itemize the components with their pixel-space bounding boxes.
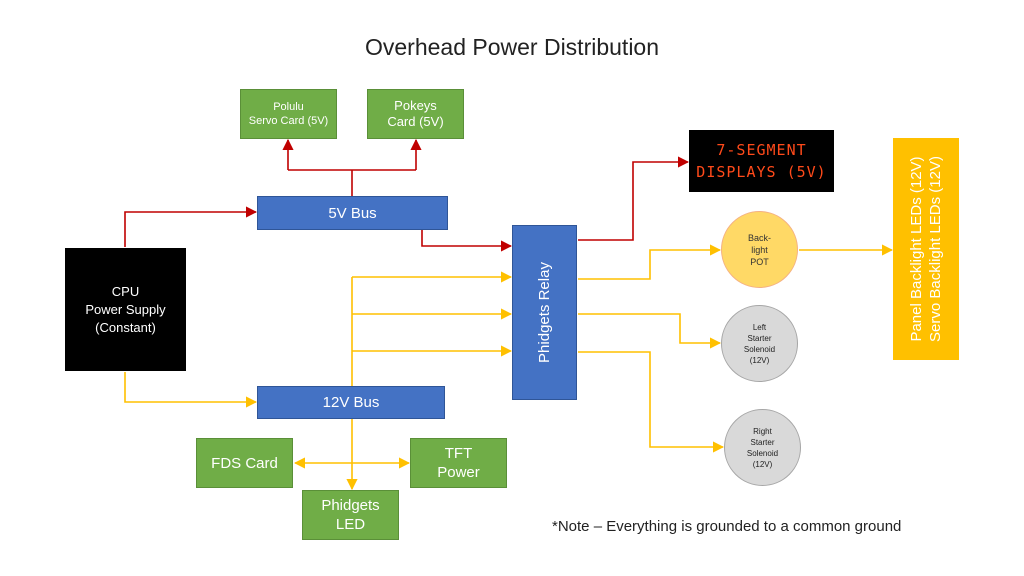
phidgets-relay-label: Phidgets Relay	[536, 262, 553, 363]
wire-5v-bus-to-relay	[421, 230, 513, 252]
right-starter-solenoid-node: Right Starter Solenoid (12V)	[724, 409, 801, 486]
polulu-servo-card-node: Polulu Servo Card (5V)	[240, 89, 337, 139]
wire-relay-to-left-solenoid	[578, 313, 722, 349]
backlight-pot-node: Back- light POT	[721, 211, 798, 288]
wire-5v-to-polulu	[288, 140, 416, 171]
grounding-note: *Note – Everything is grounded to a comm…	[552, 518, 902, 535]
phidgets-led-node: Phidgets LED	[302, 490, 399, 540]
cpu-power-supply-node: CPU Power Supply (Constant)	[65, 248, 186, 371]
wire-relay-to-pot	[578, 244, 722, 280]
wire-cpu-to-12v-bus	[124, 372, 258, 408]
tft-power-node: TFT Power	[410, 438, 507, 488]
panel-servo-backlight-leds-label: Panel Backlight LEDs (12V) Servo Backlig…	[908, 156, 945, 342]
5v-bus-node: 5V Bus	[257, 196, 448, 230]
wire-cpu-to-5v-bus	[124, 206, 258, 247]
fds-card-node: FDS Card	[196, 438, 293, 488]
7-segment-displays-node: 7-SEGMENT DISPLAYS (5V)	[689, 130, 834, 192]
panel-servo-backlight-leds-node: Panel Backlight LEDs (12V) Servo Backlig…	[893, 138, 959, 360]
pokeys-card-node: Pokeys Card (5V)	[367, 89, 464, 139]
left-starter-solenoid-node: Left Starter Solenoid (12V)	[721, 305, 798, 382]
wire-relay-to-right-solenoid	[578, 351, 725, 453]
diagram-title: Overhead Power Distribution	[364, 34, 660, 60]
wire-relay-to-7seg	[578, 156, 690, 241]
phidgets-relay-node: Phidgets Relay	[512, 225, 577, 400]
12v-bus-node: 12V Bus	[257, 386, 445, 419]
